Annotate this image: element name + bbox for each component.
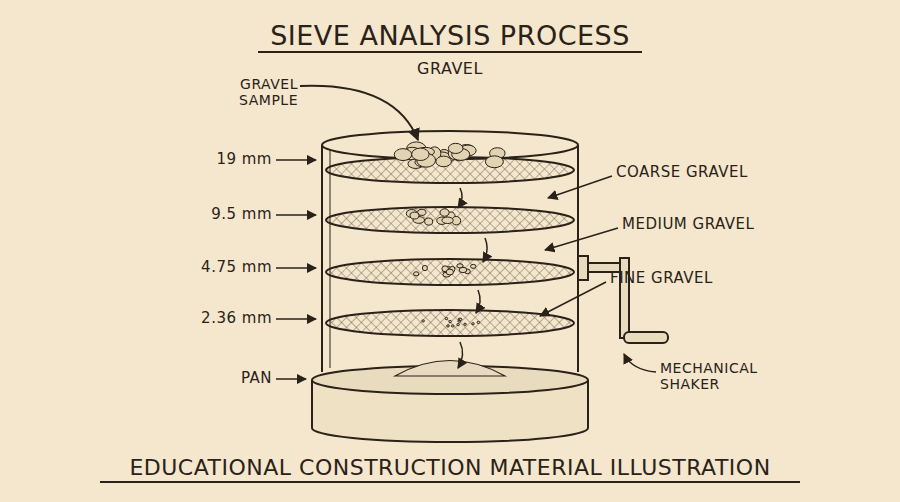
fraction-label: COARSE GRAVEL [616,164,748,181]
sieve-19 [326,157,574,183]
sample-arrow [300,86,418,140]
sieve-9-5 [326,207,574,233]
fraction-label: MEDIUM GRAVEL [622,216,754,233]
leader-line [545,228,618,250]
caption-underline [100,481,800,483]
pan-label: PAN [241,370,272,387]
sieve-4-75 [326,259,574,285]
caption: EDUCATIONAL CONSTRUCTION MATERIAL ILLUST… [129,455,770,480]
subtitle: GRAVEL [417,60,483,78]
leader-line [276,318,316,320]
flow-arrow [476,290,480,313]
shaker-label: MECHANICAL SHAKER [660,360,780,392]
leader-line [624,354,656,372]
leader-line [276,214,316,216]
sieve-2-36 [326,310,574,336]
title: SIEVE ANALYSIS PROCESS [270,20,630,51]
leader-line [548,176,612,198]
sieve-size: 19 mm [216,151,272,168]
leader-line [276,267,316,269]
flow-arrow [483,238,487,262]
title-underline [258,51,642,53]
sieve-size: 2.36 mm [201,310,272,327]
crank-handle [624,332,668,343]
top-rim [322,131,578,159]
sieve-size: 9.5 mm [211,206,272,223]
shaker-bracket [578,256,588,280]
gravel-pebbles [394,142,505,327]
cylinder-wall [321,145,323,372]
leader-line [276,378,306,380]
sample-label: GRAVEL SAMPLE [198,76,298,108]
leader-line [540,282,606,316]
flow-arrow [458,342,463,368]
fine-pile [395,361,505,377]
sieve-size: 4.75 mm [201,259,272,276]
fraction-label: FINE GRAVEL [610,270,713,287]
leader-line [276,159,316,161]
cylinder-wall-inner [330,150,331,368]
flow-arrow [458,188,462,208]
